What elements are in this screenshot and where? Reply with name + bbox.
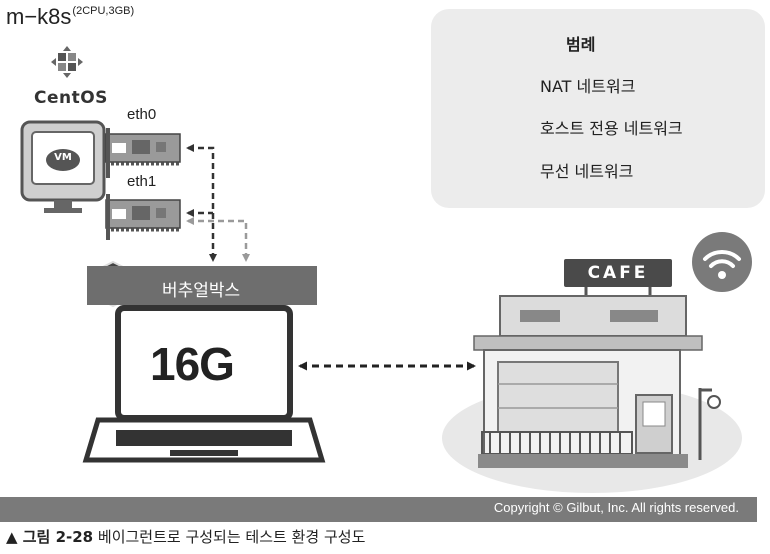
legend-item-nat: NAT 네트워크 <box>540 77 636 96</box>
cafe-building-icon <box>442 259 742 493</box>
wifi-icon <box>692 232 752 292</box>
vm-title: m−k8s(2CPU,3GB) <box>6 4 134 30</box>
legend-box <box>431 9 765 208</box>
eth1-label: eth1 <box>127 173 157 190</box>
virtualbox-bar <box>87 266 317 305</box>
nic-card-icon <box>105 194 181 240</box>
legend-title: 범례 <box>566 35 596 54</box>
host-only-link <box>186 217 250 262</box>
nic-card-icon <box>105 128 181 178</box>
virtualbox-label: 버추얼박스 <box>162 281 241 301</box>
copyright-bar: Copyright © Gilbut, Inc. All rights rese… <box>0 497 757 522</box>
cafe-sign-label: CAFE <box>587 263 649 283</box>
copyright-text: Copyright © Gilbut, Inc. All rights rese… <box>493 500 739 515</box>
laptop-ram-label: 16G <box>150 338 235 390</box>
vm-badge: VM <box>54 152 72 163</box>
caption-text: 베이그런트로 구성되는 테스트 환경 구성도 <box>93 528 366 546</box>
vm-spec: (2CPU,3GB) <box>72 5 135 17</box>
vm-name: m−k8s <box>6 4 72 29</box>
eth0-label: eth0 <box>127 106 157 123</box>
legend-item-wireless: 무선 네트워크 <box>540 162 634 181</box>
nat-link <box>186 144 217 262</box>
centos-label: CentOS <box>34 88 108 108</box>
centos-logo-icon <box>51 46 83 78</box>
vm-monitor-icon <box>20 120 106 213</box>
caption-prefix: ▲ 그림 2-28 <box>6 528 94 546</box>
figure-caption: ▲ 그림 2-28 베이그런트로 구성되는 테스트 환경 구성도 <box>6 526 365 547</box>
legend-item-host-only: 호스트 전용 네트워크 <box>540 119 683 138</box>
laptop-icon <box>82 305 326 463</box>
